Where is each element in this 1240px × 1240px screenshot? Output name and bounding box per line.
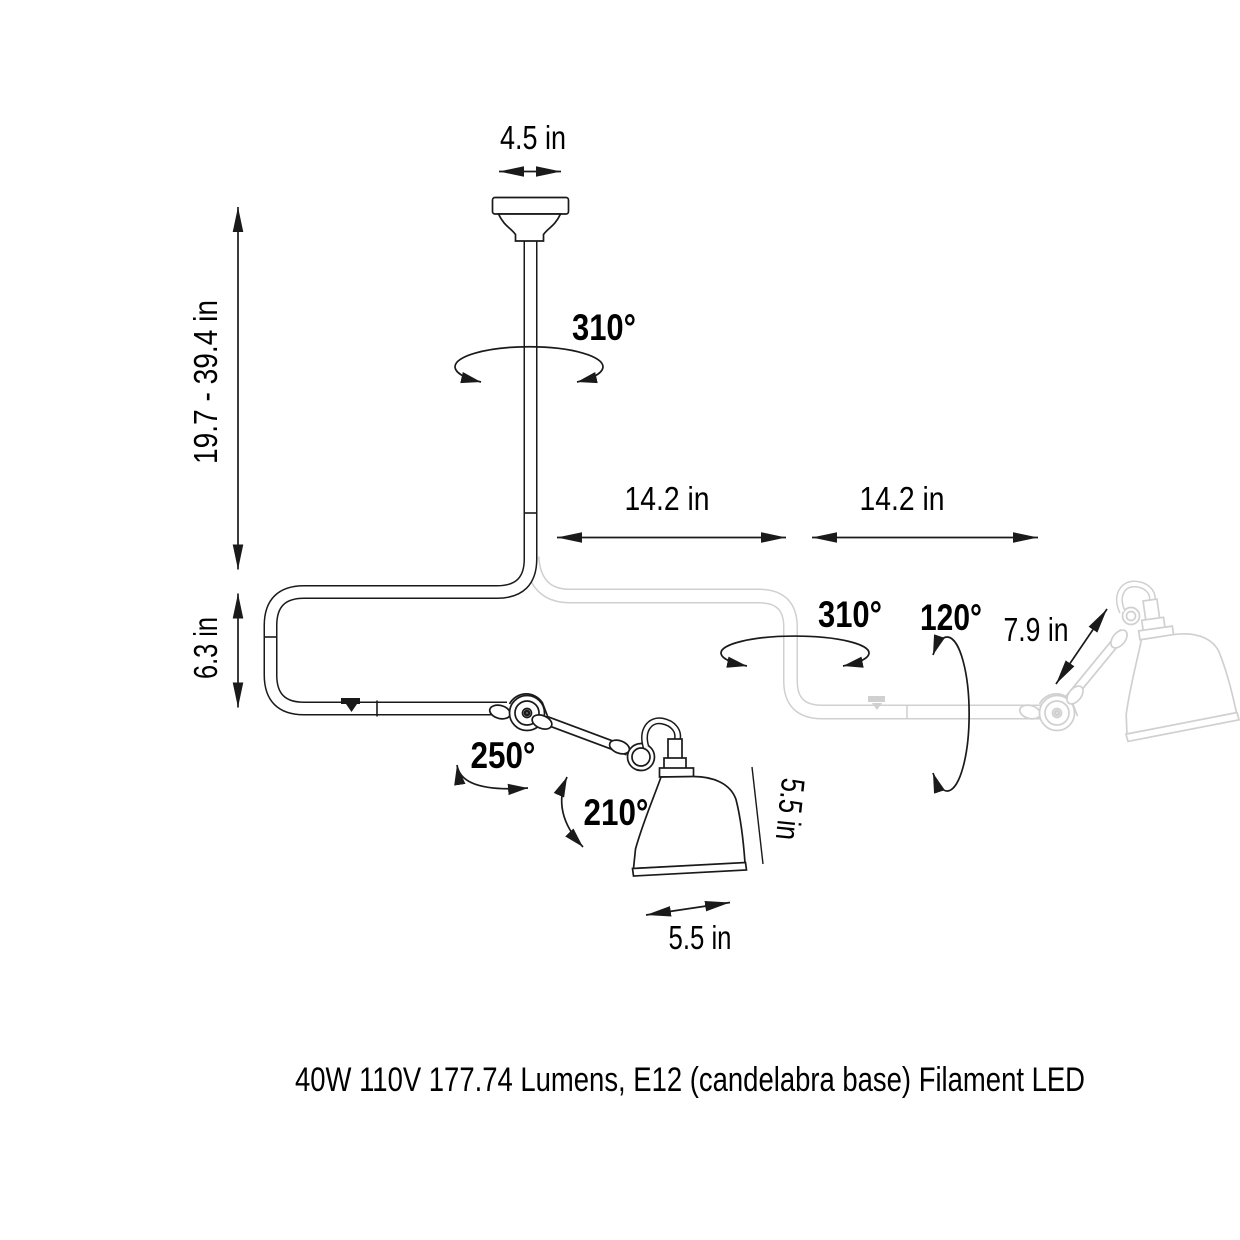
spec-caption: 40W 110V 177.74 Lumens, E12 (candelabra … xyxy=(295,1061,1085,1099)
shade-height-extension-line xyxy=(751,766,764,865)
drop-height-label: 19.7 - 39.4 in xyxy=(187,300,224,464)
lamp-assembly xyxy=(263,196,747,877)
arm-rotation-arc xyxy=(720,635,870,668)
rod-rotation-label: 310° xyxy=(572,307,636,348)
rod-rotation-arc xyxy=(454,345,604,384)
canopy-width-label: 4.5 in xyxy=(500,119,566,156)
forearm-length-arrow xyxy=(1055,608,1108,685)
shade-rotation-arc xyxy=(553,776,584,848)
elbow-rotation-arc xyxy=(932,634,970,794)
ghost-wrist-joint xyxy=(1121,606,1141,626)
shade-width-label: 5.5 in xyxy=(669,919,732,956)
clamp-screw xyxy=(346,704,357,712)
shoulder-rotation-arc xyxy=(454,764,529,796)
arm-rotation-label: 310° xyxy=(818,594,882,635)
shade-width-arrow xyxy=(645,900,731,917)
dimension-labels: 4.5 in 19.7 - 39.4 in 6.3 in 310° 14.2 i… xyxy=(187,119,1085,1099)
shade-height-label: 5.5 in xyxy=(769,776,812,842)
forearm-length-label: 7.9 in xyxy=(1004,611,1069,648)
arm-left-length-label: 14.2 in xyxy=(625,480,710,517)
ghost-clamp-screw xyxy=(872,703,882,710)
ghost-arm-position xyxy=(524,556,1240,742)
shade xyxy=(633,721,747,876)
ghost-cable-clamp xyxy=(868,696,885,702)
shade-rotation-label: 210° xyxy=(584,792,649,833)
frame-height-label: 6.3 in xyxy=(187,617,224,679)
ghost-shade xyxy=(1105,572,1239,742)
arm-right-length-label: 14.2 in xyxy=(860,480,945,517)
ceiling-canopy-trumpet xyxy=(497,213,562,242)
ghost-forearm-end-oval xyxy=(1110,629,1128,649)
fork-oval xyxy=(531,714,553,730)
dimension-annotations xyxy=(232,166,1108,917)
ceiling-canopy-plate xyxy=(491,196,570,215)
shoulder-rotation-label: 250° xyxy=(471,735,536,776)
hanging-rod-and-frame-tube xyxy=(263,240,538,716)
elbow-rotation-label: 120° xyxy=(920,597,982,638)
ghost-fork-oval xyxy=(1066,685,1084,705)
cable-clamp xyxy=(341,698,360,704)
